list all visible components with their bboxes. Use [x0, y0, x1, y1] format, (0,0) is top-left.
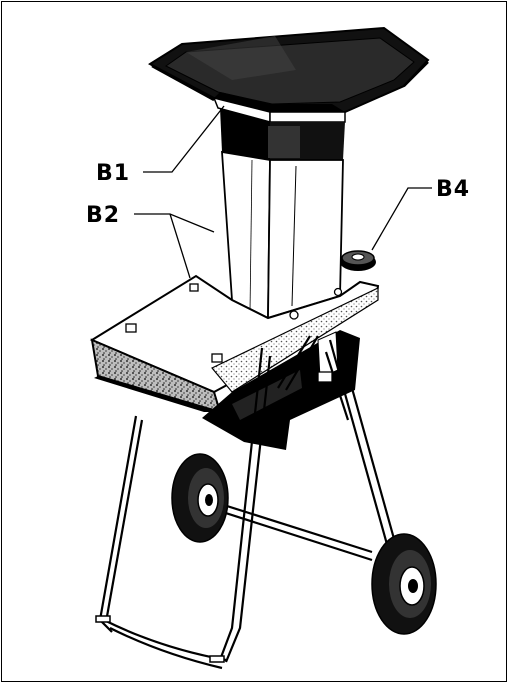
- right-wheel: [371, 533, 437, 635]
- on-off-switch: [340, 250, 376, 271]
- hopper-funnel: [148, 26, 430, 123]
- motor-deck: [89, 274, 380, 394]
- frame-clips: [95, 371, 333, 663]
- feed-chute: [220, 108, 345, 320]
- callout-b1: B1: [96, 161, 130, 186]
- leader-b2-second: [169, 213, 191, 279]
- callout-b4: B4: [436, 177, 470, 202]
- leader-b4: [371, 187, 432, 251]
- stand-frame: [98, 335, 398, 670]
- callout-b2: B2: [86, 203, 120, 228]
- leader-b2: [134, 213, 215, 233]
- leader-b1: [143, 105, 225, 173]
- leader-lines: [134, 105, 432, 279]
- left-wheel: [171, 453, 229, 543]
